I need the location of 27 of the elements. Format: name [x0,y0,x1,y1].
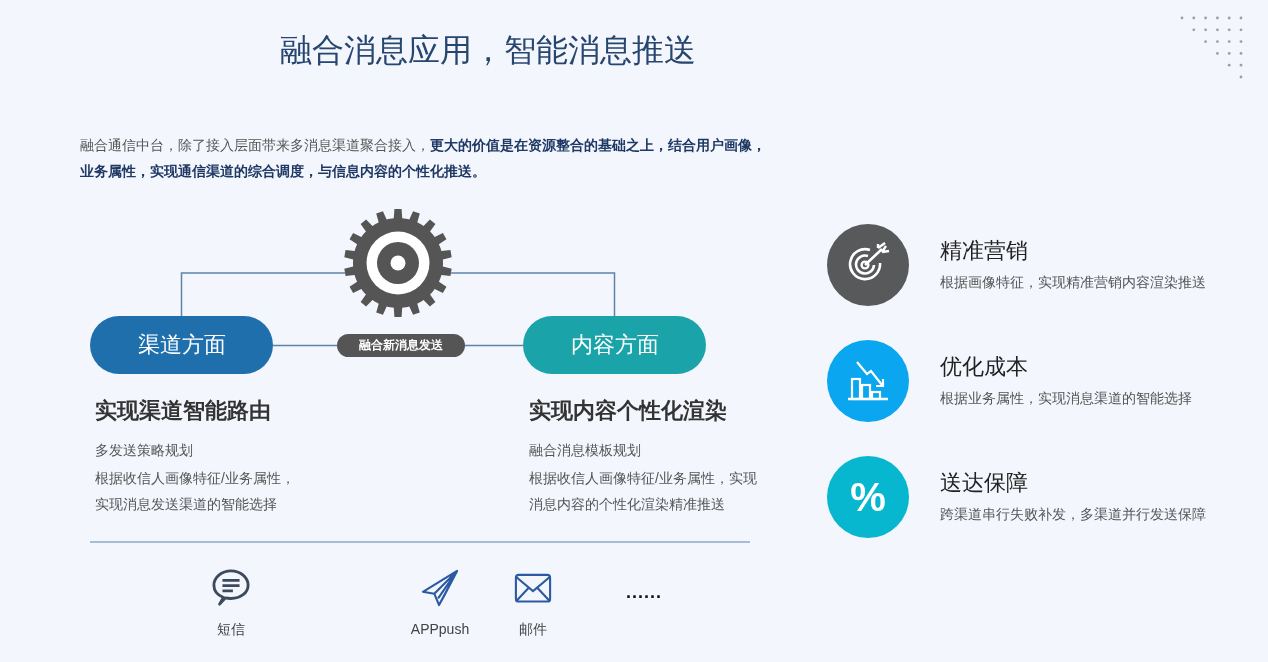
feature-title: 精准营销 [940,238,1028,264]
connector-line [464,344,524,347]
channel-label: 短信 [217,620,245,638]
feature-description: 根据画像特征，实现精准营销内容渲染推送 [940,273,1206,291]
category-pill: 内容方面 [523,316,706,374]
page-title: 融合消息应用，智能消息推送 [280,31,696,70]
channel-label: 邮件 [519,620,547,638]
category-pill: 渠道方面 [90,316,273,374]
description-text: 融合消息模板规划 [529,441,642,460]
ellipsis-text: ...... [626,583,662,601]
description-text: 多发送策略规划 [95,441,194,460]
channel-label: APPpush [410,620,470,638]
connector-line [180,272,346,317]
feature-circle: % [827,456,909,538]
feature-title: 送达保障 [940,470,1028,496]
connector-line [450,272,616,317]
intro-paragraph: 融合通信中台，除了接入层面带来多消息渠道聚合接入，更大的价值是在资源整合的基础之上，结合用户画像，业务属性，实现通信渠道的综合调度，与信息内容的个性化推送。 [80,136,767,181]
feature-description: 根据业务属性，实现消息渠道的智能选择 [940,389,1192,407]
gear-icon [343,208,453,318]
description-text: 根据收信人画像特征/业务属性，实现消息内容的个性化渲染精准推送 [529,469,758,514]
description-text: 根据收信人画像特征/业务属性，实现消息发送渠道的智能选择 [95,469,296,514]
process-pill: 融合新消息发送 [337,334,465,357]
section-heading: 实现渠道智能路由 [95,397,271,425]
connector-line [272,344,338,347]
feature-description: 跨渠道串行失败补发，多渠道并行发送保障 [940,505,1206,523]
section-heading: 实现内容个性化渲染 [529,397,727,425]
feature-title: 优化成本 [940,354,1028,380]
